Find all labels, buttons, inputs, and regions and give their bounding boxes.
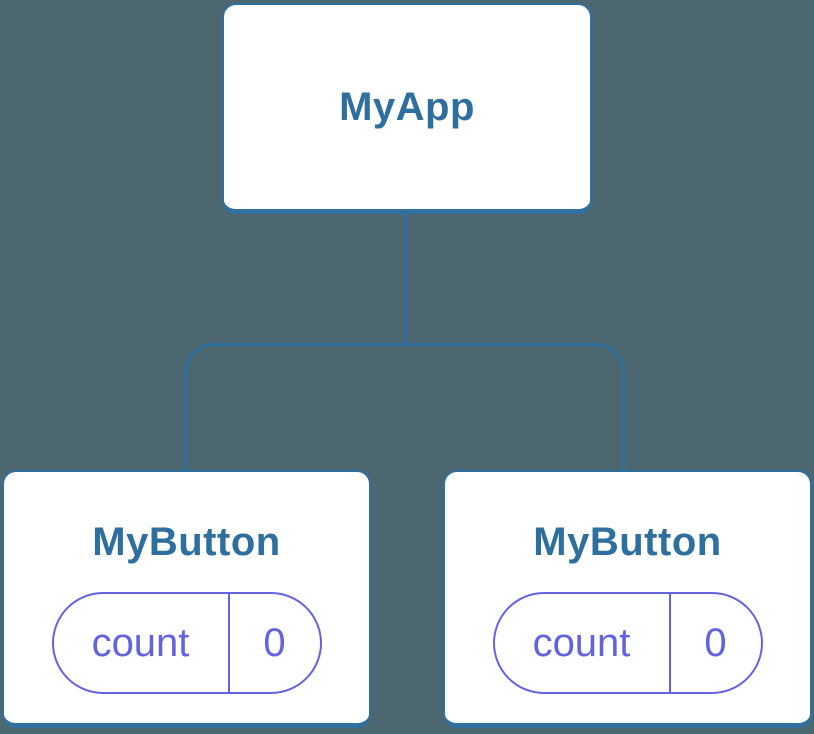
state-value: 0 xyxy=(263,620,286,665)
node-label: MyButton xyxy=(92,520,281,564)
component-node-mybutton-left: MyButton count 0 xyxy=(2,470,371,728)
connector-stem-line xyxy=(404,214,407,345)
state-badge: count 0 xyxy=(51,592,322,694)
state-value: 0 xyxy=(704,620,727,665)
node-label: MyApp xyxy=(339,84,475,129)
state-key: count xyxy=(54,594,230,692)
node-label: MyButton xyxy=(533,520,722,564)
state-badge: count 0 xyxy=(492,592,763,694)
connector-branch-bracket xyxy=(184,343,625,470)
component-node-mybutton-right: MyButton count 0 xyxy=(443,470,812,728)
state-key: count xyxy=(495,594,671,692)
component-node-myapp: MyApp xyxy=(222,3,592,214)
